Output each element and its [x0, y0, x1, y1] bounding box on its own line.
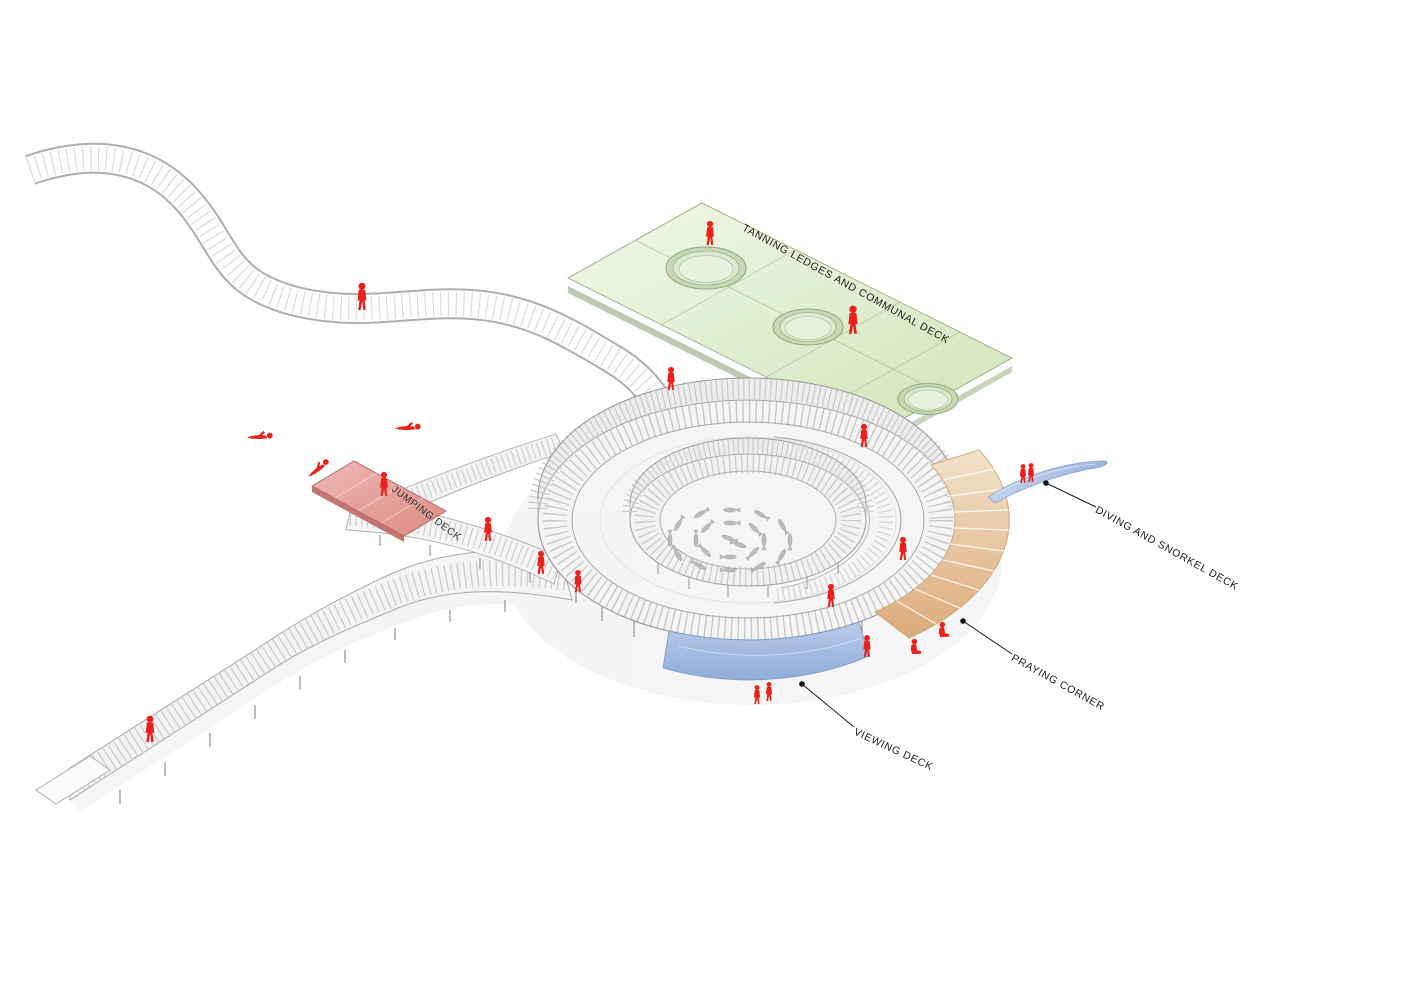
- pier-walkway: [35, 550, 573, 805]
- diving-snorkel-deck-shape: [987, 460, 1108, 504]
- ramp-posts: [379, 535, 531, 583]
- spiral-boardwalk-inner: [622, 437, 874, 597]
- diver-figure: [304, 456, 331, 478]
- swimmer-figure: [247, 431, 273, 439]
- communal-pool: [897, 383, 959, 415]
- jumping-deck-shape: [310, 460, 448, 542]
- winding-path: [25, 142, 676, 418]
- praying-corner-steps: [874, 449, 1010, 639]
- communal-pool: [665, 246, 747, 290]
- leader-lines: [799, 480, 1097, 728]
- pier-end-platform: [35, 755, 111, 805]
- swimmer-figure: [395, 422, 421, 430]
- diving-label-line: [1045, 482, 1097, 508]
- viewing-label-line: [801, 683, 855, 728]
- pier-posts: [119, 600, 506, 804]
- praying-label-line: [962, 620, 1013, 655]
- viewing-deck-shape: [662, 621, 870, 681]
- communal-pool: [772, 308, 844, 346]
- inner-ring-posts: [657, 562, 839, 597]
